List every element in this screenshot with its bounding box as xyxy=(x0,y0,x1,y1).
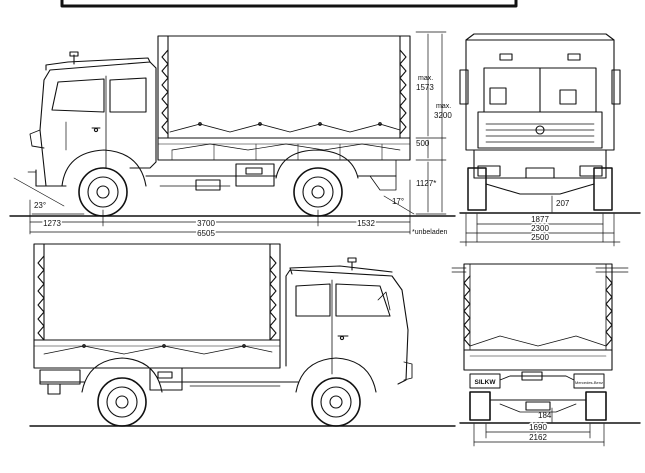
departure-angle-label: 17° xyxy=(392,197,404,206)
front-overhang-label: 1273 xyxy=(43,219,61,228)
frame-width-label: 1690 xyxy=(529,423,547,432)
overall-height-prefix: max. xyxy=(436,103,451,110)
rear-width-label: 2162 xyxy=(529,433,547,442)
brand-plate-text: Mercedes-Benz xyxy=(575,380,603,385)
front-wheel-side-left xyxy=(61,149,147,217)
platform-side-left xyxy=(157,137,411,161)
front-dimension-labels: 207 1877 2300 2500 *unbeladen xyxy=(412,199,570,244)
body-width-label: 2300 xyxy=(531,224,549,233)
overall-width-label: 2500 xyxy=(531,233,549,242)
rear-dimension-lines xyxy=(459,407,641,447)
platform-side-label: 500 xyxy=(416,139,430,148)
front-view xyxy=(459,33,621,211)
loading-height-label: 1127* xyxy=(416,179,436,188)
cab-side-right xyxy=(285,257,413,385)
side-view-right xyxy=(29,243,456,427)
track-width-label: 1877 xyxy=(531,215,549,224)
footnote-unladen: *unbeladen xyxy=(412,229,448,236)
cab-side-left xyxy=(27,51,157,187)
overall-length-label: 6505 xyxy=(197,229,215,238)
tarp-side-right xyxy=(33,243,281,341)
ground-clearance-label: 207 xyxy=(556,199,570,208)
title-frame xyxy=(60,0,518,8)
front-wheel-side-right xyxy=(295,357,377,427)
tarp-height-prefix: max. xyxy=(418,75,433,82)
wheelbase-label: 3700 xyxy=(197,219,215,228)
chassis-side-right xyxy=(39,367,299,395)
platform-side-right xyxy=(33,339,281,369)
tarp-height-label: 1573 xyxy=(416,83,434,92)
side-view-left xyxy=(27,35,411,217)
rear-dimension-labels: 184 1690 2162 SILKW Mercedes-Benz xyxy=(475,379,603,444)
rear-clearance-label: 184 xyxy=(538,411,552,420)
side-dimension-labels: 1273 3700 1532 6505 23° 17° max. 1573 ma… xyxy=(34,75,452,240)
tarp-side-left xyxy=(157,35,411,139)
chassis-side-left xyxy=(145,159,397,191)
licence-plate-text: SILKW xyxy=(475,379,497,386)
overall-height-label: 3200 xyxy=(434,111,452,120)
approach-angle-label: 23° xyxy=(34,201,46,210)
front-dimension-lines xyxy=(459,195,641,247)
rear-view xyxy=(451,263,629,421)
side-dimension-lines xyxy=(9,31,456,235)
rear-overhang-label: 1532 xyxy=(357,219,375,228)
